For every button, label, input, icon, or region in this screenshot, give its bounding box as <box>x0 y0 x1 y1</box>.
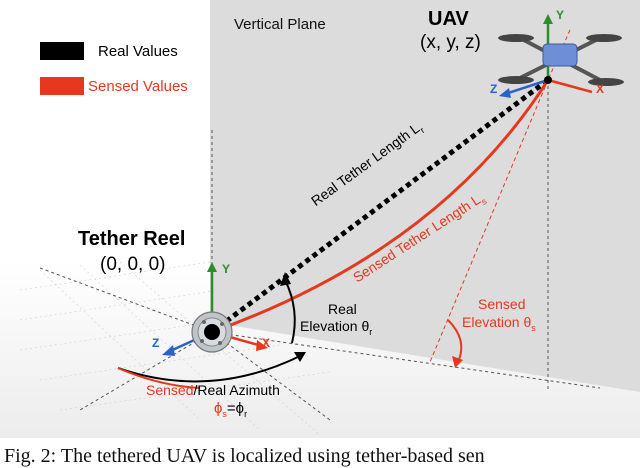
reel-z-arrowhead <box>162 345 175 356</box>
real-tether-line <box>210 78 550 334</box>
azimuth-phi-r-sub: r <box>244 409 248 419</box>
real-elevation-sub: r <box>369 326 373 337</box>
uav-x-axis <box>547 78 593 94</box>
azimuth-arc-red <box>117 367 201 389</box>
figure-caption: Fig. 2: The tethered UAV is localized us… <box>4 445 485 467</box>
uav-z-letter: Z <box>490 82 498 96</box>
azimuth-sensed-word: Sensed <box>146 382 194 398</box>
azimuth-phi-s-sub: s <box>222 409 227 419</box>
sensed-elevation-sub: s <box>531 322 536 333</box>
sensed-elevation-arrowhead <box>452 356 463 368</box>
sensed-elevation-label-2: Elevation θs <box>462 314 536 333</box>
uav-coords: (x, y, z) <box>420 32 481 53</box>
sensed-elevation-arc <box>447 319 463 363</box>
real-elevation-label-2: Elevation θr <box>300 318 372 337</box>
reel-x-letter: X <box>262 336 271 350</box>
real-elevation-line1: Real <box>328 301 357 317</box>
tether-reel-title: Tether Reel <box>78 228 186 250</box>
uav-y-arrowhead <box>543 14 553 24</box>
legend-sensed-swatch <box>40 77 84 95</box>
legend-real-label: Real Values <box>98 43 178 60</box>
vertical-plane <box>210 0 640 392</box>
sensed-tether-curve <box>211 79 550 334</box>
real-elevation-line2: Elevation θ <box>300 318 370 334</box>
sensed-elevation-label: Sensed <box>478 296 525 312</box>
uav-drone-graphic <box>498 34 624 86</box>
real-elevation-label: Real <box>328 300 357 318</box>
azimuth-eq-phi-r: =ϕ <box>226 400 245 417</box>
azimuth-arc <box>117 355 301 383</box>
uav-z-axis <box>504 78 549 96</box>
azimuth-label: Sensed/Real Azimuth <box>146 382 280 398</box>
uav-y-letter: Y <box>556 8 565 22</box>
reel-y-letter: Y <box>222 262 231 276</box>
azimuth-real-words: /Real Azimuth <box>193 382 280 398</box>
real-elevation-arc <box>284 279 296 344</box>
reel-z-letter: Z <box>152 336 160 350</box>
diagram-svg <box>0 0 640 438</box>
reel-y-arrowhead <box>207 262 217 272</box>
sensed-guides <box>429 29 571 363</box>
ground-plane <box>0 262 640 438</box>
azimuth-arrowhead-right <box>294 352 306 362</box>
tether-reel-graphic <box>191 311 233 353</box>
azimuth-formula: ϕs=ϕr <box>214 400 247 419</box>
sensed-elevation-line2: Elevation θ <box>462 314 532 330</box>
tether-reel-coords: (0, 0, 0) <box>100 254 166 275</box>
reel-x-arrowhead <box>256 340 268 351</box>
reference-axes <box>39 80 601 421</box>
real-elevation-arrowhead <box>280 272 291 286</box>
legend-sensed-label: Sensed Values <box>88 78 188 95</box>
uav-z-arrowhead <box>499 88 511 98</box>
uav-x-letter: X <box>596 82 605 96</box>
azimuth-phi-s: ϕ <box>214 400 223 417</box>
sensed-elevation-line1: Sensed <box>478 296 526 312</box>
vertical-plane-label: Vertical Plane <box>234 16 326 33</box>
legend-real-swatch <box>40 42 84 60</box>
uav-title: UAV <box>428 8 469 30</box>
